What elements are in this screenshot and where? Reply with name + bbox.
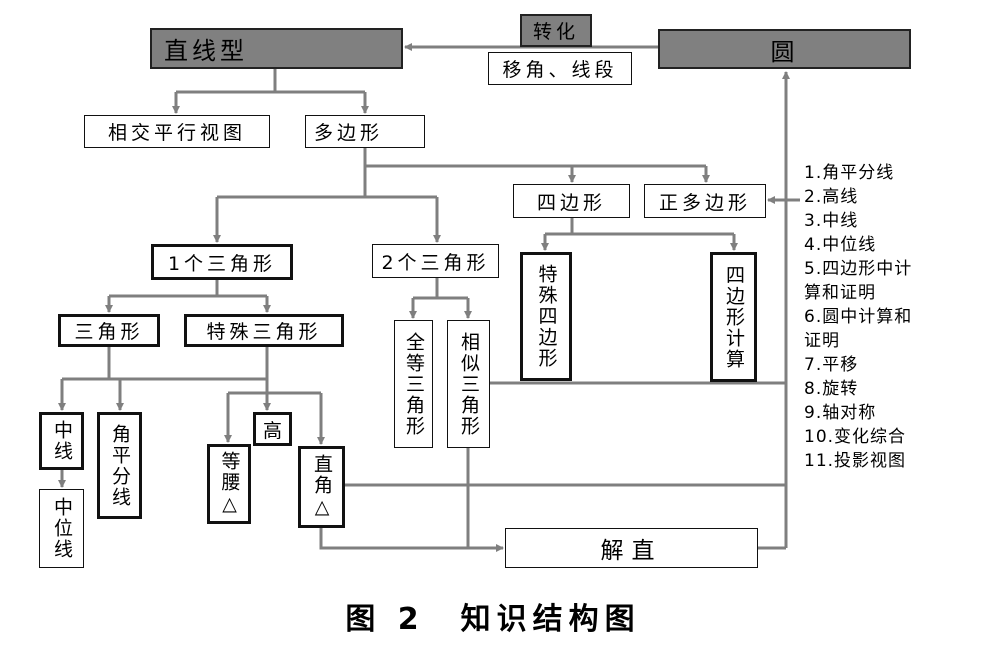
- node-angle-bisector: 角平分线: [97, 412, 142, 519]
- topic-list-item: 11.投影视图: [804, 451, 907, 471]
- topic-list-item: 4.中位线: [804, 235, 877, 255]
- topic-list-item: 证明: [804, 331, 840, 351]
- node-transform-label: 转化: [532, 21, 579, 43]
- node-move-angle-segment-label: 移角、线段: [502, 59, 618, 81]
- node-isosceles-label: 等腰△: [218, 451, 241, 517]
- node-solve-right-label: 解直: [600, 538, 663, 564]
- node-solve-right: 解直: [505, 528, 758, 568]
- topic-list-item: 5.四边形中计: [804, 259, 913, 279]
- node-midline: 中位线: [39, 489, 84, 568]
- topic-list-item: 8.旋转: [804, 379, 859, 399]
- topic-list-item: 1.角平分线: [804, 163, 895, 183]
- node-special-triangle-label: 特殊三角形: [206, 321, 322, 343]
- node-right-triangle: 直角△: [298, 446, 345, 528]
- node-special-quadrilateral-label: 特殊四边形: [535, 264, 558, 369]
- node-quadrilateral-label: 四边形: [536, 191, 606, 214]
- node-move-angle-segment: 移角、线段: [488, 52, 632, 85]
- node-quadrilateral-calc-label: 四边形计算: [723, 264, 745, 370]
- node-polygon: 多边形: [305, 115, 425, 148]
- topic-list-item: 9.轴对称: [804, 403, 877, 423]
- topic-list-item: 7.平移: [804, 355, 859, 375]
- node-circle-label: 圆: [770, 37, 799, 66]
- arrow-polygon-branches: [217, 148, 437, 199]
- topic-list-item: 6.圆中计算和: [804, 307, 913, 327]
- node-triangle: 三角形: [58, 314, 160, 347]
- node-special-triangle: 特殊三角形: [184, 314, 344, 347]
- topic-list-item: 2.高线: [804, 187, 859, 207]
- node-altitude: 高: [253, 412, 292, 446]
- node-congruent-triangle: 全等三角形: [394, 320, 433, 448]
- node-circle: 圆: [658, 29, 911, 69]
- node-one-triangle: 1个三角形: [151, 244, 293, 280]
- node-regular-polygon-label: 正多边形: [658, 191, 751, 214]
- topic-list-item: 3.中线: [804, 211, 859, 231]
- node-triangle-label: 三角形: [74, 321, 144, 343]
- node-congruent-triangle-label: 全等三角形: [403, 331, 425, 437]
- topic-list: 1.角平分线 2.高线 3.中线 4.中位线 5.四边形中计 算和证明 6.圆中…: [804, 161, 986, 473]
- node-intersect-parallel-view-label: 相交平行视图: [107, 122, 246, 144]
- node-intersect-parallel-view: 相交平行视图: [84, 115, 270, 148]
- node-midline-label: 中位线: [51, 497, 73, 560]
- node-straight-type-label: 直线型: [164, 37, 248, 65]
- node-transform: 转化: [520, 14, 592, 47]
- node-regular-polygon: 正多边形: [644, 184, 766, 218]
- figure-caption: 图 2 知识结构图: [345, 602, 641, 637]
- topic-list-item: 10.变化综合: [804, 427, 907, 447]
- arrow-straight-to-children: [176, 69, 365, 94]
- node-straight-type: 直线型: [150, 28, 403, 69]
- topic-list-item: 算和证明: [804, 283, 876, 303]
- node-special-quadrilateral: 特殊四边形: [520, 252, 572, 381]
- node-altitude-label: 高: [262, 419, 282, 442]
- node-polygon-label: 多边形: [314, 122, 384, 144]
- node-similar-triangle: 相似三角形: [447, 320, 490, 448]
- node-median-label: 中线: [51, 420, 73, 462]
- node-angle-bisector-label: 角平分线: [109, 423, 131, 508]
- node-quadrilateral: 四边形: [513, 184, 630, 218]
- node-median: 中线: [39, 412, 84, 470]
- node-similar-triangle-label: 相似三角形: [458, 331, 480, 437]
- node-quadrilateral-calc: 四边形计算: [710, 252, 757, 382]
- node-one-triangle-label: 1个三角形: [167, 252, 277, 275]
- node-two-triangles-label: 2个三角形: [381, 251, 490, 274]
- node-two-triangles: 2个三角形: [372, 244, 499, 278]
- node-isosceles: 等腰△: [207, 444, 251, 524]
- node-right-triangle-label: 直角△: [311, 454, 333, 520]
